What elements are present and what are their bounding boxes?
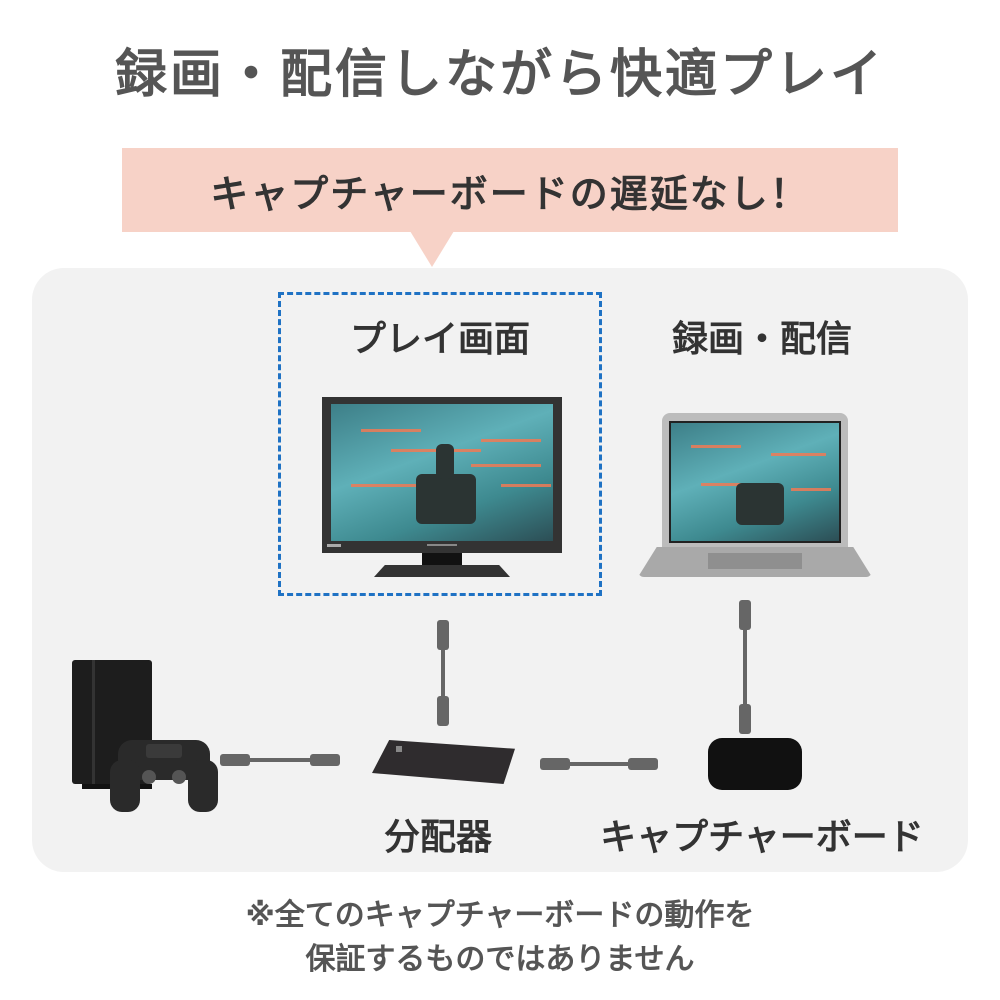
callout-banner: キャプチャーボードの遅延なし！ bbox=[122, 148, 898, 232]
hdmi-cable-capture bbox=[540, 758, 658, 770]
monitor-icon bbox=[322, 397, 562, 579]
disclaimer-line-2: 保証するものではありません bbox=[305, 942, 695, 977]
callout-pointer bbox=[410, 231, 454, 267]
hdmi-cable-monitor bbox=[437, 620, 449, 726]
capture-board-label: キャプチャーボード bbox=[600, 817, 924, 858]
disclaimer-line-1: ※全てのキャプチャーボードの動作を bbox=[245, 898, 755, 933]
laptop-icon bbox=[638, 413, 872, 579]
hdmi-cable-console bbox=[220, 754, 340, 766]
hdmi-splitter-icon bbox=[372, 740, 515, 786]
page-title: 録画・配信しながら快適プレイ bbox=[114, 45, 885, 105]
record-stream-label: 録画・配信 bbox=[671, 319, 852, 360]
usb-cable-laptop bbox=[739, 600, 751, 734]
splitter-label: 分配器 bbox=[383, 817, 492, 858]
play-screen-highlight-box bbox=[278, 292, 602, 596]
play-screen-label: プレイ画面 bbox=[349, 319, 530, 360]
game-controller-icon bbox=[110, 740, 218, 812]
capture-board-icon bbox=[708, 738, 802, 790]
disclaimer: ※全てのキャプチャーボードの動作を 保証するものではありません bbox=[0, 894, 1000, 982]
